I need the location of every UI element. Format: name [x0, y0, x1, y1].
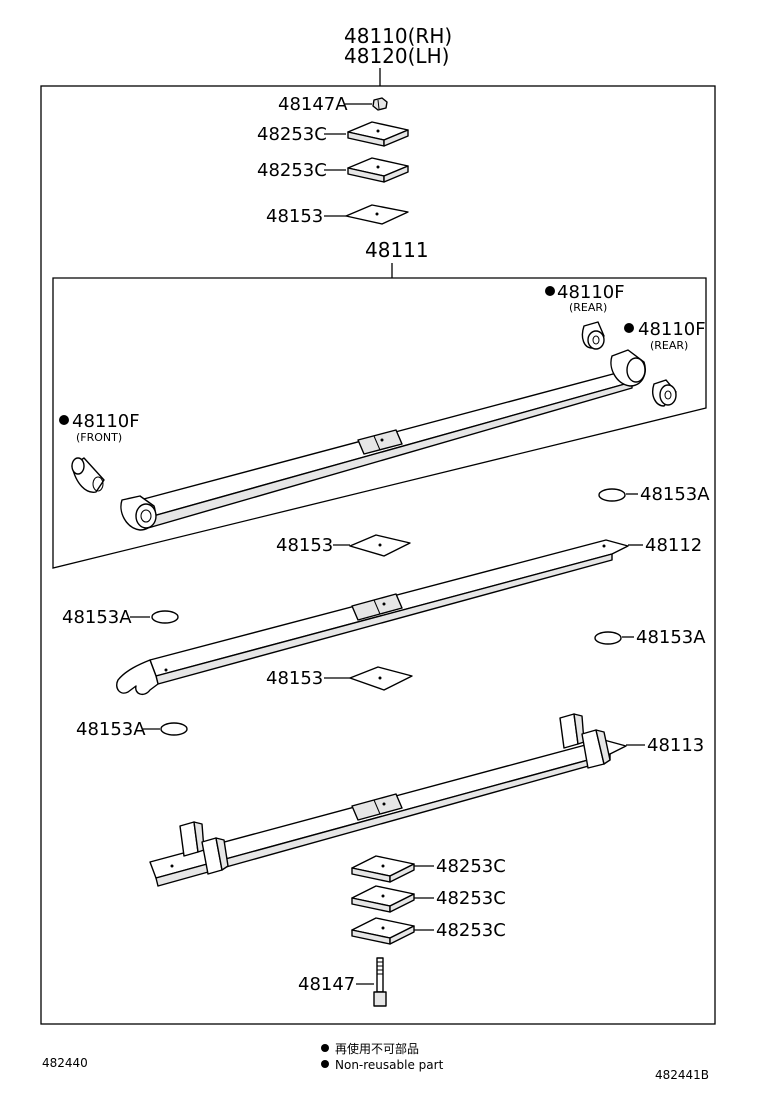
- non-reusable-dot-icon: [321, 1044, 329, 1052]
- cap-48153A-2: [151, 610, 179, 624]
- cap-48153A-3: [594, 631, 622, 645]
- plate-48253C-4: [351, 885, 415, 913]
- label-48253C-2: 48253C: [257, 160, 327, 181]
- label-48110F-rear-2: 48110F: [638, 319, 706, 340]
- label-rear-1: (REAR): [569, 301, 607, 314]
- label-48113: 48113: [647, 735, 704, 756]
- non-reusable-dot-icon: [321, 1060, 329, 1068]
- assembly-part-number-lh: 48120(LH): [344, 44, 449, 68]
- label-48111: 48111: [365, 238, 429, 262]
- label-48112: 48112: [645, 535, 702, 556]
- label-48153-2: 48153: [276, 535, 333, 556]
- label-48253C-1: 48253C: [257, 124, 327, 145]
- label-48253C-4: 48253C: [436, 888, 506, 909]
- non-reusable-dot-icon: [545, 286, 555, 296]
- pad-48153-3: [349, 666, 413, 691]
- bushing-48110F-rear-1: [581, 321, 605, 350]
- bushing-48110F-rear-2: [652, 379, 677, 407]
- center-bolt-48147: [373, 957, 387, 1007]
- label-48153A-4: 48153A: [76, 719, 146, 740]
- plate-48253C-2: [347, 157, 409, 183]
- pad-48153-2: [349, 534, 411, 557]
- main-leaf-frame: [52, 277, 707, 569]
- label-front: (FRONT): [76, 431, 122, 444]
- nut-48147A: [372, 97, 388, 111]
- non-reusable-dot-icon: [59, 415, 69, 425]
- label-48153A-2: 48153A: [62, 607, 132, 628]
- label-48110F-front: 48110F: [72, 411, 140, 432]
- leaf-48113: [149, 713, 627, 887]
- label-48147A: 48147A: [278, 94, 348, 115]
- label-48153A-1: 48153A: [640, 484, 710, 505]
- label-48253C-3: 48253C: [436, 856, 506, 877]
- cap-48153A-1: [598, 488, 626, 502]
- label-rear-2: (REAR): [650, 339, 688, 352]
- legend-non-reusable-cn: 再使用不可部品: [335, 1041, 419, 1056]
- legend-non-reusable-en: Non-reusable part: [335, 1058, 444, 1072]
- illustration-code-left: 482440: [42, 1056, 88, 1070]
- non-reusable-dot-icon: [624, 323, 634, 333]
- pad-48153-1: [345, 204, 409, 225]
- label-48110F-rear-1: 48110F: [557, 282, 625, 303]
- main-leaf-48111: [120, 349, 646, 531]
- label-48253C-5: 48253C: [436, 920, 506, 941]
- assembly-frame: [40, 85, 716, 1025]
- leaf-48112: [116, 539, 629, 696]
- illustration-code-right: 482441B: [655, 1068, 709, 1082]
- label-48153A-3: 48153A: [636, 627, 706, 648]
- assembly-part-number-rh: 48110(RH): [344, 24, 452, 48]
- plate-48253C-3: [351, 855, 415, 883]
- label-48153-3: 48153: [266, 668, 323, 689]
- bushing-48110F-front: [71, 457, 105, 493]
- plate-48253C-1: [347, 121, 409, 147]
- plate-48253C-5: [351, 917, 415, 945]
- label-48153-1: 48153: [266, 206, 323, 227]
- cap-48153A-4: [160, 722, 188, 736]
- label-48147: 48147: [298, 974, 355, 995]
